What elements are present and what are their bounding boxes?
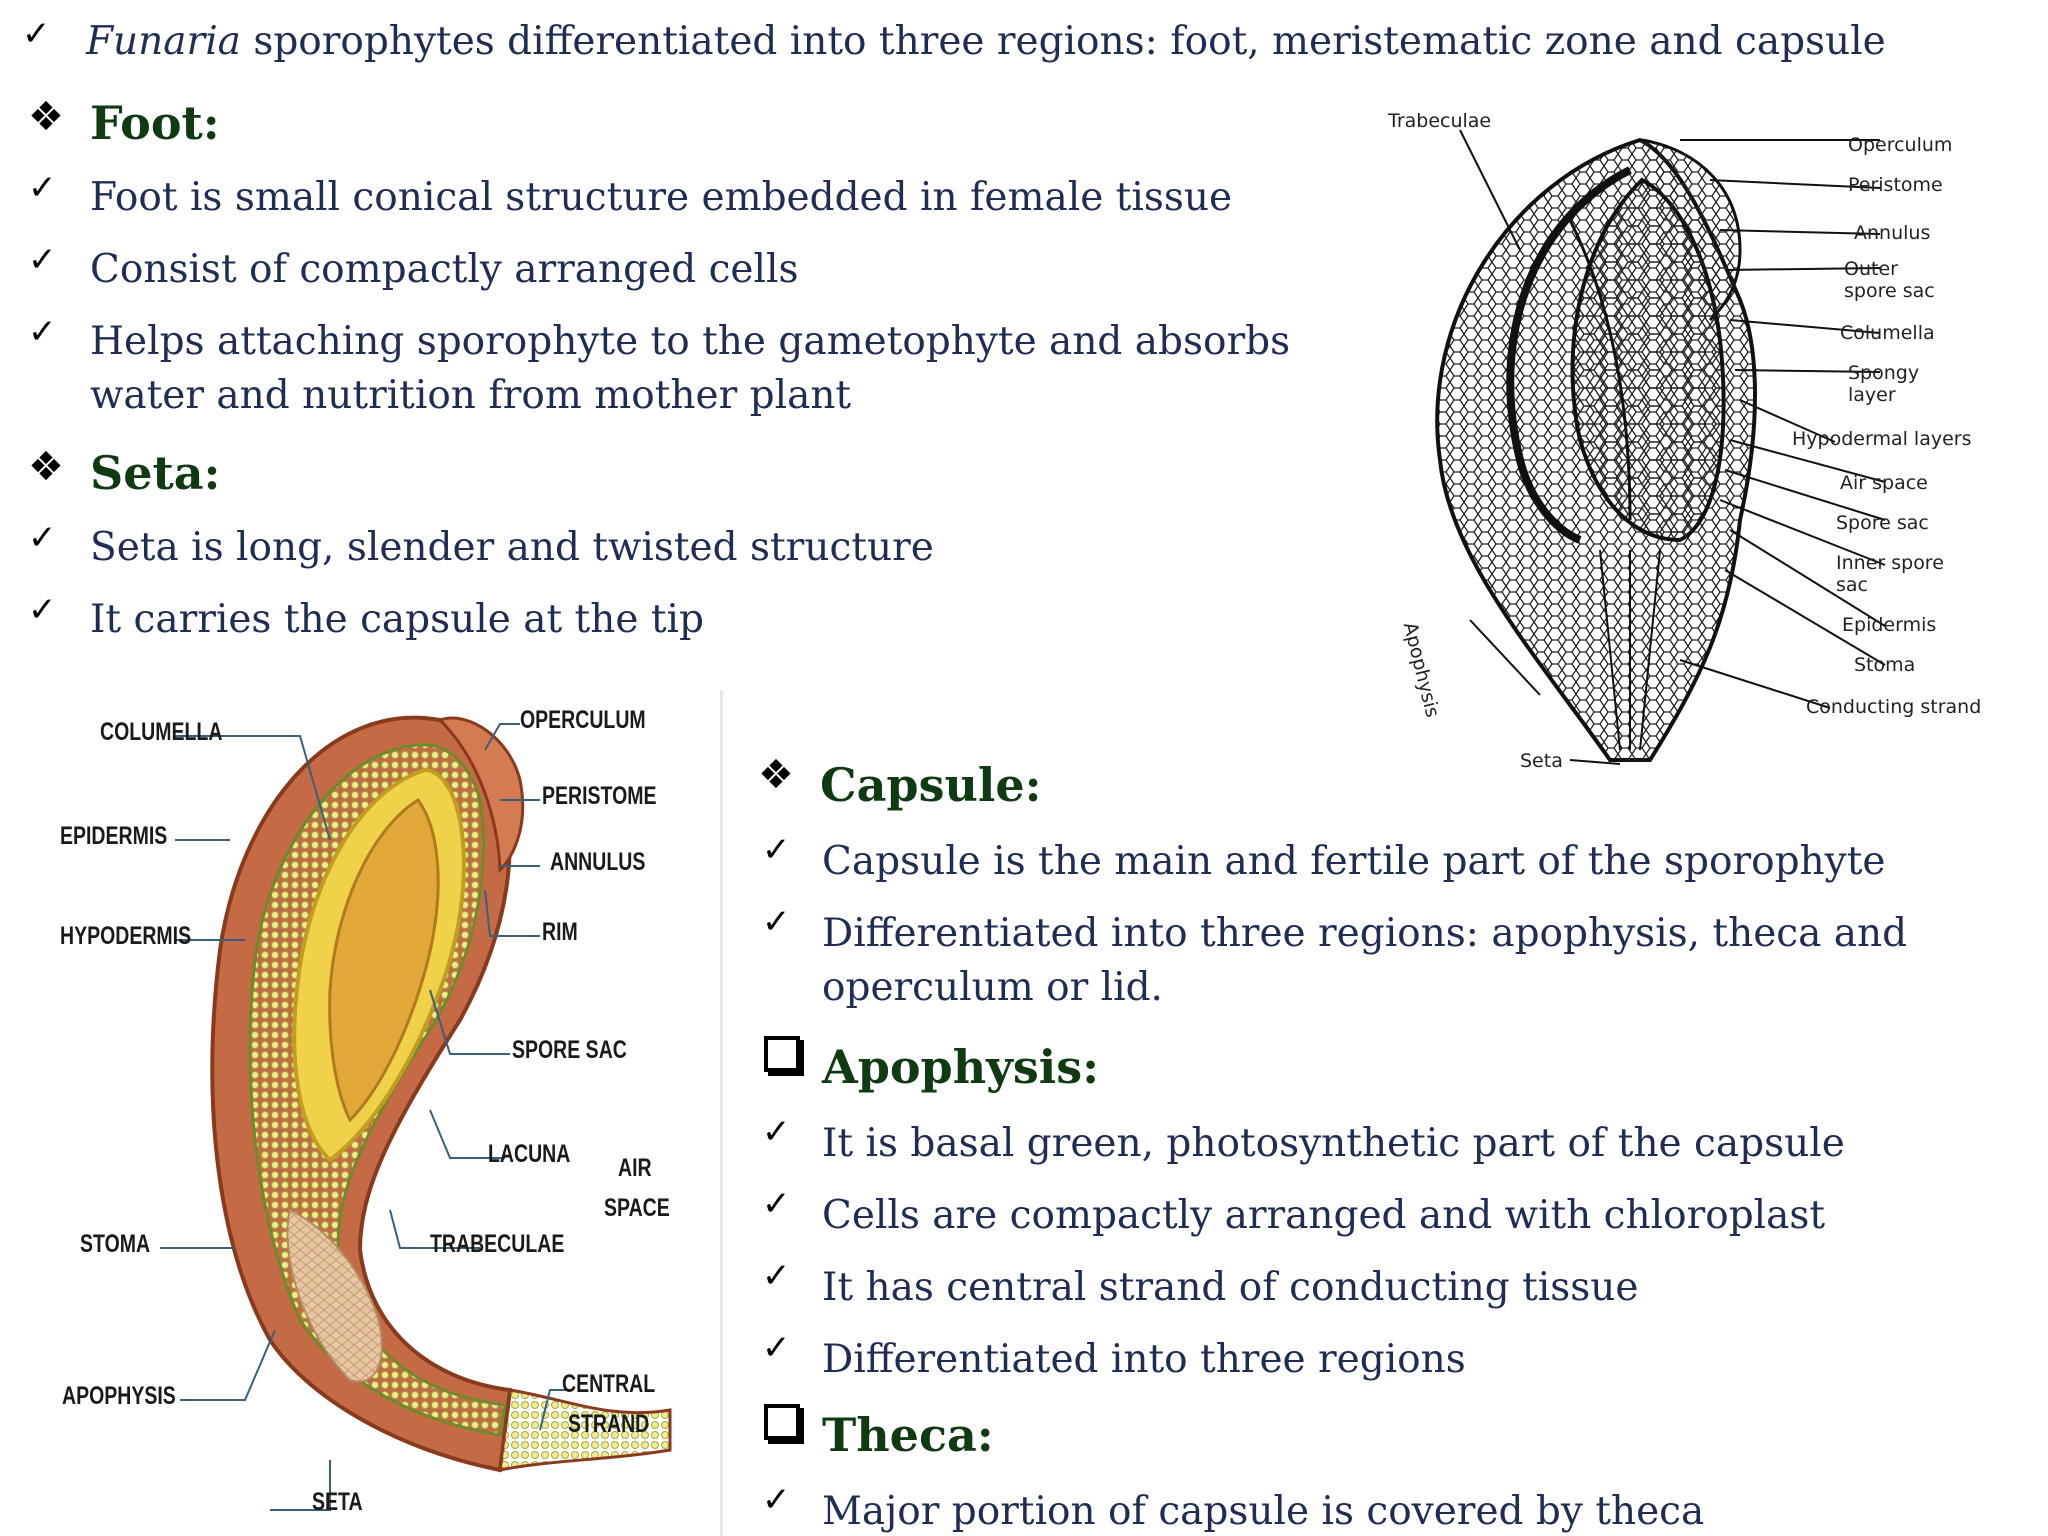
check-icon: ✓ — [762, 1328, 791, 1368]
check-icon: ✓ — [28, 168, 57, 208]
apophysis-point: Differentiated into three regions — [822, 1337, 1466, 1382]
intro-text: sporophytes differentiated into three re… — [240, 19, 1886, 64]
check-icon: ✓ — [28, 518, 57, 558]
label-conducting-strand: Conducting strand — [1806, 696, 1982, 718]
seta-point: Seta is long, slender and twisted struct… — [90, 525, 934, 570]
label-annulus: Annulus — [1854, 222, 1931, 244]
label-stoma: Stoma — [1854, 654, 1916, 676]
label-trabeculae: Trabeculae — [1388, 110, 1492, 132]
apophysis-heading: Apophysis: — [822, 1040, 1100, 1094]
diamond-bullet-icon: ❖ — [28, 94, 64, 140]
label-air-space: Air space — [1840, 472, 1928, 494]
seta-point: It carries the capsule at the tip — [90, 597, 704, 642]
label-operculum: Operculum — [1848, 134, 1953, 156]
square-bullet-icon — [764, 1404, 800, 1440]
diamond-bullet-icon: ❖ — [28, 444, 64, 490]
label-trabeculae: TRABECULAE — [430, 1230, 565, 1258]
label-hypodermis: HYPODERMIS — [60, 922, 192, 950]
label-operculum: OPERCULUM — [520, 706, 646, 734]
intro-italic: Funaria — [86, 19, 241, 64]
label-spore-sac: Spore sac — [1836, 512, 1929, 534]
check-icon: ✓ — [762, 1184, 791, 1224]
label-seta: SETA — [312, 1488, 363, 1516]
capsule-color-diagram: COLUMELLA EPIDERMIS HYPODERMIS STOMA APO… — [30, 690, 723, 1536]
label-peristome: PERISTOME — [542, 782, 657, 810]
capsule-point: Capsule is the main and fertile part of … — [822, 839, 1886, 884]
check-icon: ✓ — [28, 312, 57, 352]
label-central: CENTRAL — [562, 1370, 656, 1398]
capsule-color-drawing — [160, 715, 672, 1511]
capsule-point-continued: operculum or lid. — [822, 965, 1163, 1010]
label-outer-spore-sac-2: spore sac — [1844, 280, 1935, 302]
apophysis-point: It has central strand of conducting tiss… — [822, 1265, 1639, 1310]
theca-point: Major portion of capsule is covered by t… — [822, 1489, 1705, 1534]
foot-point: Helps attaching sporophyte to the gameto… — [90, 319, 1291, 364]
check-icon: ✓ — [22, 14, 51, 54]
label-seta: Seta — [1520, 750, 1563, 772]
label-stoma: STOMA — [80, 1230, 151, 1258]
capsule-line-drawing — [1435, 129, 1886, 765]
capsule-line-diagram: Trabeculae Operculum Peristome Annulus O… — [1380, 100, 2020, 780]
check-icon: ✓ — [762, 1256, 791, 1296]
check-icon: ✓ — [28, 240, 57, 280]
label-peristome: Peristome — [1848, 174, 1943, 196]
label-outer-spore-sac: Outer — [1844, 258, 1898, 280]
foot-point: Consist of compactly arranged cells — [90, 247, 799, 292]
label-apophysis: APOPHYSIS — [62, 1382, 176, 1410]
foot-heading: Foot: — [90, 96, 220, 150]
square-bullet-icon — [764, 1036, 800, 1072]
check-icon: ✓ — [762, 902, 791, 942]
label-spongy-layer: Spongy — [1848, 362, 1920, 384]
label-columella: COLUMELLA — [100, 718, 223, 746]
label-epidermis: Epidermis — [1842, 614, 1937, 636]
label-air: AIR — [618, 1154, 652, 1182]
check-icon: ✓ — [28, 590, 57, 630]
check-icon: ✓ — [762, 1112, 791, 1152]
intro-line: Funaria sporophytes differentiated into … — [86, 18, 1886, 66]
label-epidermis: EPIDERMIS — [60, 822, 168, 850]
label-rim: RIM — [542, 918, 578, 946]
diamond-bullet-icon: ❖ — [758, 752, 794, 798]
label-lacuna: LACUNA — [488, 1140, 571, 1168]
label-spore-sac: SPORE SAC — [512, 1036, 627, 1064]
label-annulus: ANNULUS — [550, 848, 646, 876]
label-hypodermal-layers: Hypodermal layers — [1792, 428, 1972, 450]
label-inner-spore-sac: Inner spore — [1836, 552, 1944, 574]
label-space: SPACE — [604, 1194, 670, 1222]
seta-heading: Seta: — [90, 446, 221, 500]
label-columella: Columella — [1840, 322, 1935, 344]
check-icon: ✓ — [762, 830, 791, 870]
foot-point-continued: water and nutrition from mother plant — [90, 373, 852, 418]
label-spongy-layer-2: layer — [1848, 384, 1896, 406]
capsule-heading: Capsule: — [820, 758, 1042, 812]
check-icon: ✓ — [762, 1480, 791, 1520]
diagram-divider — [720, 690, 723, 1536]
label-strand: STRAND — [568, 1410, 650, 1438]
capsule-point: Differentiated into three regions: apoph… — [822, 911, 1908, 956]
theca-heading: Theca: — [822, 1408, 994, 1462]
apophysis-point: It is basal green, photosynthetic part o… — [822, 1121, 1845, 1166]
apophysis-point: Cells are compactly arranged and with ch… — [822, 1193, 1826, 1238]
foot-point: Foot is small conical structure embedded… — [90, 175, 1233, 220]
label-inner-spore-sac-2: sac — [1836, 574, 1868, 596]
